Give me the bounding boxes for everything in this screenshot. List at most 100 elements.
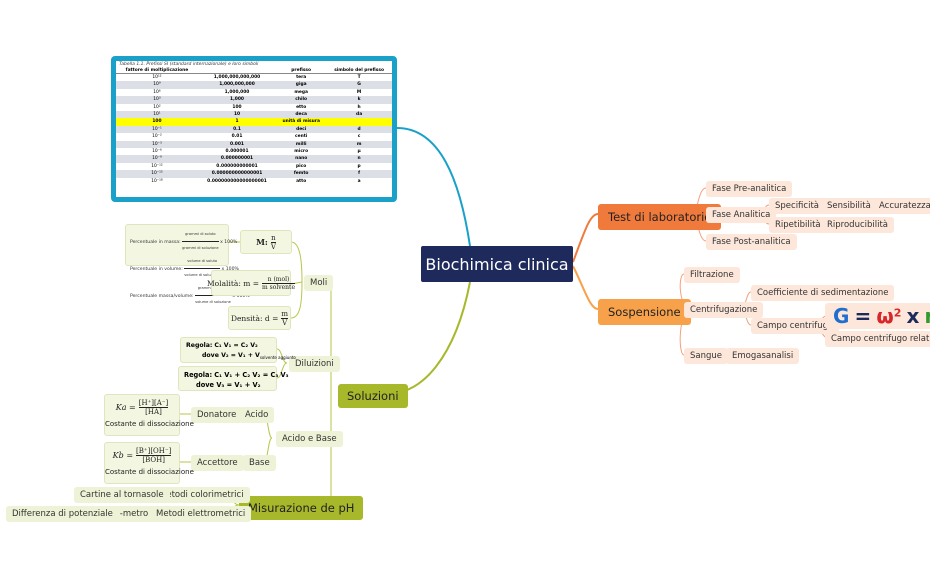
table-cell: 10⁹ bbox=[116, 81, 198, 89]
table-cell: f bbox=[326, 170, 392, 178]
table-header-cell: prefisso bbox=[276, 68, 327, 74]
ripetibilita-node[interactable]: Ripetibilità bbox=[769, 217, 827, 233]
table-cell: n bbox=[326, 155, 392, 163]
table-cell: 10⁻¹ bbox=[116, 125, 198, 134]
table-cell: 100 bbox=[116, 118, 198, 126]
table-cell: M bbox=[356, 89, 362, 95]
regola-diluizione-box: Regola: C₁ V₁ = C₂ V₂ dove V₂ = V₁ + Vso… bbox=[180, 337, 296, 363]
formula-centrifugo: G = ω2 x r bbox=[825, 303, 930, 329]
fase-analitica[interactable]: Fase Analitica bbox=[706, 207, 777, 223]
table-cell: a bbox=[357, 178, 361, 184]
table-cell: 0.001 bbox=[197, 140, 277, 149]
filtrazione-node[interactable]: Filtrazione bbox=[684, 267, 740, 283]
accettore-node[interactable]: Accettore bbox=[191, 455, 244, 471]
table-cell: d bbox=[326, 125, 392, 134]
formula-x: x bbox=[906, 304, 920, 328]
sangue-node[interactable]: Sangue bbox=[684, 348, 729, 364]
diluizioni-node[interactable]: Diluizioni bbox=[289, 356, 340, 372]
table-cell: femto bbox=[276, 170, 327, 178]
differenza-potenziale[interactable]: Differenza di potenziale bbox=[6, 506, 119, 522]
table-header-cell: fattore di moltiplicazione bbox=[116, 68, 198, 74]
table-header-cell bbox=[197, 68, 277, 74]
table-cell: 0.01 bbox=[231, 134, 243, 140]
metodi-colorimetrici[interactable]: Metodi colorimetrici bbox=[153, 487, 250, 503]
table-cell: 1,000 bbox=[197, 96, 277, 104]
fase-pre-analitica[interactable]: Fase Pre-analitica bbox=[706, 181, 793, 197]
table-cell: 10⁶ bbox=[153, 89, 161, 95]
acido-base-node[interactable]: Acido e Base bbox=[276, 431, 343, 447]
table-cell: chilo bbox=[276, 96, 327, 104]
table-caption: Tabella 1.1. Prefissi SI (standard inter… bbox=[119, 62, 259, 67]
metodi-elettrometrici[interactable]: Metodi elettrometrici bbox=[150, 506, 252, 522]
root-topic[interactable]: Biochimica clinica bbox=[421, 246, 573, 282]
campo-centrifugo[interactable]: Campo centrifugo bbox=[751, 318, 840, 334]
table-cell bbox=[326, 118, 392, 126]
table-cell: G bbox=[326, 81, 392, 89]
base-node[interactable]: Base bbox=[243, 455, 276, 471]
table-cell: 10³ bbox=[116, 96, 198, 104]
table-cell: p bbox=[357, 163, 361, 169]
table-cell: atto bbox=[296, 178, 307, 184]
table-cell: pico bbox=[296, 163, 307, 169]
misurazione-ph-node[interactable]: Misurazione de pH bbox=[239, 496, 364, 520]
molalita-box: Molalità: m =n (mol)m solvente bbox=[207, 270, 296, 296]
table-cell: da bbox=[326, 111, 392, 119]
table-cell: 100 bbox=[232, 104, 242, 110]
table-cell: 0.000000000001 bbox=[216, 163, 258, 169]
emogasanalisi-node[interactable]: Emogasanalisi bbox=[726, 348, 800, 364]
table-cell: unità di misura bbox=[276, 118, 327, 126]
specificita-node[interactable]: Specificità bbox=[769, 198, 825, 214]
regola-miscela-box: Regola: C₁ V₁ + C₂ V₂ = C₃ V₃ dove V₃ = … bbox=[178, 366, 289, 391]
fase-post-analitica[interactable]: Fase Post-analitica bbox=[706, 234, 797, 250]
coefficiente-sedimentazione[interactable]: Coefficiente di sedimentazione bbox=[751, 285, 895, 301]
campo-centrifugo-relativo[interactable]: Campo centrifugo relativo bbox=[825, 331, 930, 347]
soluzioni-node[interactable]: Soluzioni bbox=[338, 384, 408, 408]
table-cell: h bbox=[357, 104, 361, 110]
table-cell: 0.1 bbox=[197, 125, 277, 134]
formula-r: r bbox=[924, 304, 930, 328]
table-cell: giga bbox=[276, 81, 327, 89]
cartine-tornasole[interactable]: Cartine al tornasole bbox=[74, 487, 170, 503]
table-cell: 0.000001 bbox=[225, 149, 249, 155]
table-cell: 10⁻³ bbox=[116, 140, 198, 149]
sensibilita-node[interactable]: Sensibilità bbox=[821, 198, 877, 214]
table-header-cell: simbolo del prefisso bbox=[326, 68, 392, 74]
centrifugazione-node[interactable]: Centrifugazione bbox=[684, 302, 764, 318]
root-label: Biochimica clinica bbox=[425, 254, 569, 274]
test-lab-node[interactable]: Test di laboratorio bbox=[598, 204, 722, 230]
table-cell: 10⁻⁶ bbox=[152, 149, 162, 155]
table-cell: 1,000,000,000 bbox=[197, 81, 277, 89]
table-cell: 10 bbox=[197, 111, 277, 119]
ka-box: Ka =[H⁺][A⁻][HA] Costante di dissociazio… bbox=[104, 394, 194, 436]
formula-omega: ω bbox=[876, 304, 894, 328]
table-cell: milli bbox=[276, 140, 327, 149]
table-cell: 0.000000000000001 bbox=[197, 170, 277, 178]
accuratezza-node[interactable]: Accuratezza bbox=[873, 198, 930, 214]
moli-node[interactable]: Moli bbox=[304, 275, 334, 291]
table-cell: 0.000000000000000001 bbox=[207, 178, 267, 184]
formula-exp: 2 bbox=[893, 306, 902, 320]
riproducibilita-node[interactable]: Riproducibilità bbox=[821, 217, 895, 233]
table-cell: μ bbox=[357, 149, 361, 155]
table-cell: tera bbox=[296, 75, 307, 80]
table-cell: 10⁻⁹ bbox=[116, 155, 198, 163]
acido-node[interactable]: Acido bbox=[239, 407, 275, 423]
donatore-node[interactable]: Donatore bbox=[191, 407, 243, 423]
table-cell: 10⁻² bbox=[152, 134, 162, 140]
sospensione-node[interactable]: Sospensione bbox=[598, 299, 691, 325]
table-cell: deci bbox=[276, 125, 327, 134]
table-cell: etto bbox=[296, 104, 307, 110]
